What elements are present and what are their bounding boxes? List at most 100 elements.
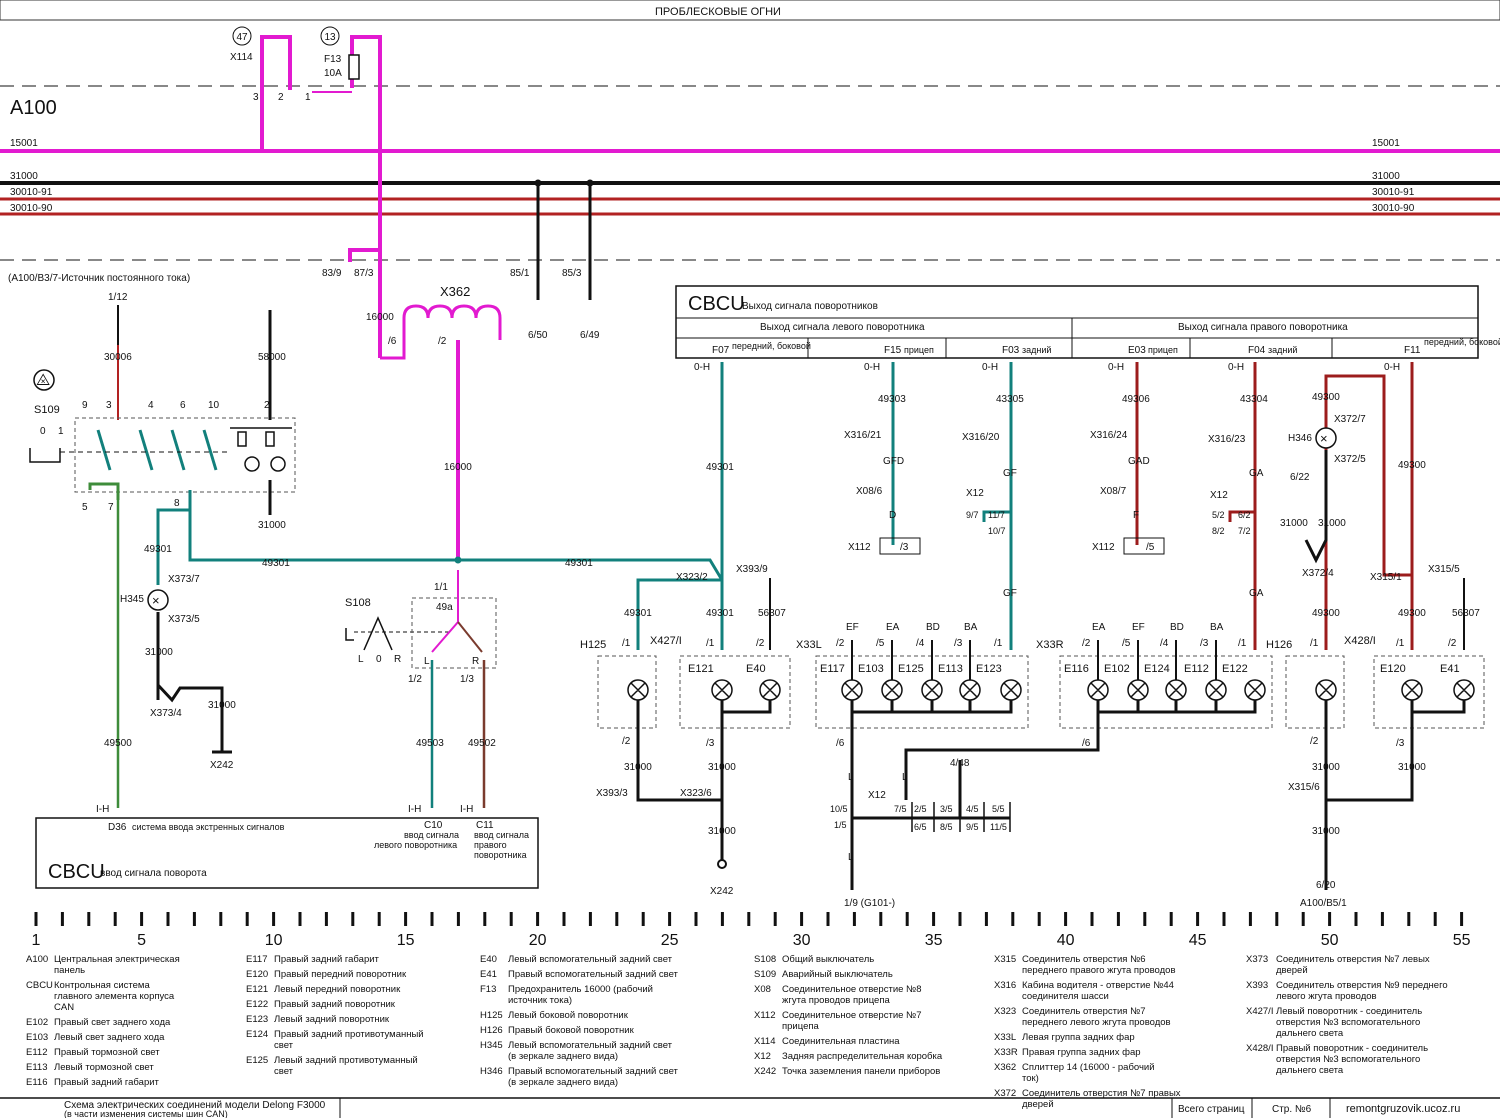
p3-5: 3/5 (940, 804, 953, 814)
s108-r: R (394, 654, 401, 665)
w31000-r2: 31000 (1318, 518, 1346, 529)
p6-22: 6/22 (1290, 472, 1310, 483)
s108-0: 0 (376, 654, 382, 665)
c11-text3: поворотника (474, 850, 527, 860)
wire-16000-b: 16000 (444, 462, 472, 473)
h346-x: × (1320, 431, 1328, 446)
legend-code: X12 (754, 1051, 771, 1062)
legend-code: H345 (480, 1040, 503, 1051)
legend-description: Левый поворотник - соединитель (1276, 1006, 1422, 1017)
legend-code: E120 (246, 969, 268, 980)
x33l-box (815, 655, 1029, 729)
c10-text1: ввод сигнала (404, 830, 459, 840)
legend-description: дверей (1022, 1099, 1054, 1110)
d: D (889, 510, 896, 521)
legend-description: CAN (54, 1002, 74, 1013)
p5-x112: /5 (1146, 542, 1155, 553)
s109-1: 1 (58, 426, 64, 437)
pin8: 8 (174, 498, 180, 509)
w31000c: 31000 (208, 700, 236, 711)
pin-x33l-5: /5 (876, 638, 885, 649)
pin-h125-1: /1 (622, 638, 631, 649)
legend-description: дальнего света (1276, 1065, 1344, 1076)
w49301-r1: 49301 (706, 462, 734, 473)
p3-e121: /3 (706, 738, 715, 749)
e125: E125 (898, 663, 924, 675)
p85-3: 85/3 (562, 268, 582, 279)
legend-description: свет (274, 1040, 294, 1051)
ruler-number: 35 (925, 932, 943, 949)
legend-description: Левый тормозной свет (54, 1062, 154, 1073)
l-3: L (848, 852, 854, 863)
legend-description: левого жгута проводов (1276, 991, 1377, 1002)
x393-9: X393/9 (736, 564, 768, 575)
callout-13-label: 13 (324, 32, 336, 43)
legend-description: соединителя шасси (1022, 991, 1109, 1002)
lamp-icons (627, 679, 1475, 701)
ga-2: GA (1249, 588, 1264, 599)
e121: E121 (688, 663, 714, 675)
s108-wiper-r (457, 621, 483, 653)
p11-5: 11/5 (990, 822, 1007, 832)
a100-b5-1: A100/B5/1 (1300, 898, 1347, 909)
footer-site: remontgruzovik.ucoz.ru (1346, 1103, 1460, 1115)
e03-sub: прицеп (1148, 345, 1178, 355)
p83-9: 83/9 (322, 268, 342, 279)
legend-description: Правый задний поворотник (274, 999, 396, 1010)
x315-1: X315/1 (1370, 572, 1402, 583)
bus-label-3001091-r: 30010-91 (1372, 187, 1415, 198)
h346: H346 (1288, 433, 1312, 444)
f07-sub: передний, боковой (732, 341, 811, 351)
node (534, 179, 542, 187)
x316-21: X316/21 (844, 430, 882, 441)
legend-description: Предохранитель 16000 (рабочий (508, 984, 653, 995)
oh-6: 0-H (1384, 362, 1400, 373)
x373-4: X373/4 (150, 708, 182, 719)
f11: F11 (1404, 345, 1421, 356)
legend-description: Правый передний поворотник (274, 969, 407, 980)
legend-code: E103 (26, 1032, 48, 1043)
legend-description: Кабина водителя - отверстие №44 (1022, 980, 1174, 991)
w31000a: 31000 (258, 520, 286, 531)
legend-description: Задняя распределительная коробка (782, 1051, 943, 1062)
legend-code: X33L (994, 1032, 1016, 1043)
node (586, 179, 594, 187)
ba-r: BA (1210, 622, 1224, 633)
x08-6: X08/6 (856, 486, 883, 497)
legend-code: S108 (754, 954, 776, 965)
p1-5: 1/5 (834, 820, 847, 830)
h345-lamp (147, 589, 169, 611)
ground-x242-r (717, 859, 727, 869)
x373-5: X373/5 (168, 614, 200, 625)
legend-description: Левый свет заднего хода (54, 1032, 165, 1043)
h126-box (1285, 655, 1345, 729)
ea-r: EA (1092, 622, 1106, 633)
f13-label: F13 (324, 54, 342, 65)
legend-code: X242 (754, 1066, 776, 1077)
p6-5: 6/5 (914, 822, 927, 832)
pL: L (424, 656, 430, 667)
pin-2: 2 (278, 92, 284, 103)
p2-5: 2/5 (914, 804, 927, 814)
legend-code: E40 (480, 954, 497, 965)
w49502: 49502 (468, 738, 496, 749)
x112-right-pin (1123, 537, 1165, 555)
w31000-g4: 31000 (1312, 762, 1340, 773)
h125: H125 (580, 639, 606, 651)
w49300-c: 49300 (1312, 608, 1340, 619)
legend-description: дверей (1276, 965, 1308, 976)
s108-box (411, 597, 497, 669)
c10-text2: левого поворотника (374, 840, 457, 850)
legend-code: X372 (994, 1088, 1016, 1099)
bus-label-31000-l: 31000 (10, 171, 38, 182)
l-1: L (848, 772, 854, 783)
x362-splitter (380, 304, 502, 360)
x316-23: X316/23 (1208, 434, 1246, 445)
legend-description: Правый вспомогательный задний свет (508, 969, 679, 980)
legend-description: переднего левого жгута проводов (1022, 1017, 1171, 1028)
l-2: L (902, 772, 908, 783)
legend-description: переднего правого жгута проводов (1022, 965, 1176, 976)
s109-lamps (230, 427, 292, 472)
ih2: I-H (408, 804, 421, 815)
